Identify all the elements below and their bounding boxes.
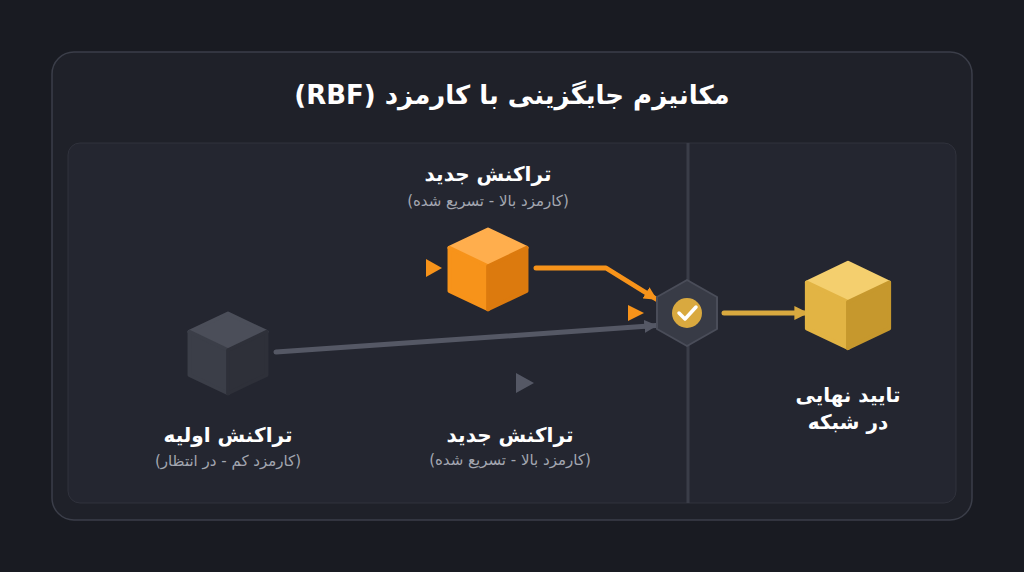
flow-arrow	[724, 311, 807, 316]
cube-face	[228, 332, 267, 394]
node-heading: تایید نهایی در شبکه	[786, 382, 910, 436]
check-badge	[672, 298, 702, 328]
diagram-title: مکانیزم جایگزینی با کارمزد (RBF)	[0, 80, 1024, 111]
decor-arrow	[280, 305, 644, 321]
cube-shape	[799, 255, 897, 353]
check-mark	[679, 307, 696, 319]
flow-arrow	[536, 268, 656, 299]
inner-panel	[68, 143, 956, 503]
cube-face	[488, 248, 527, 310]
node-subtitle: (کارمزد کم - در انتظار)	[155, 452, 301, 470]
transaction-cube: تراکنش جدید(کارمزد بالا - تسریع شده)	[442, 222, 534, 314]
node-subtitle: (کارمزد بالا - تسریع شده)	[407, 192, 569, 210]
flow-arrow	[276, 326, 656, 352]
cube-face	[189, 332, 228, 394]
cube-shape	[182, 306, 274, 398]
node-heading: تراکنش جدید	[425, 162, 552, 186]
confirmed-cube: تایید نهایی در شبکه	[799, 255, 897, 353]
transaction-cube: تراکنش اولیه(کارمزد کم - در انتظار)	[182, 306, 274, 398]
confirm-hexagon	[652, 278, 722, 348]
node-heading: تراکنش اولیه	[164, 423, 293, 447]
outer-panel	[52, 52, 972, 520]
cube-shape	[442, 222, 534, 314]
decor-arrow	[120, 373, 534, 393]
cube-face	[807, 282, 848, 348]
hexagon-outline	[657, 280, 717, 346]
cube-face	[449, 248, 488, 310]
cube-face	[848, 282, 889, 348]
arrow-sublabel: (کارمزد بالا - تسریع شده)	[429, 451, 591, 469]
hexagon-shape	[652, 278, 722, 348]
arrow-label: تراکنش جدید	[447, 423, 574, 447]
decor-arrow	[280, 259, 442, 277]
